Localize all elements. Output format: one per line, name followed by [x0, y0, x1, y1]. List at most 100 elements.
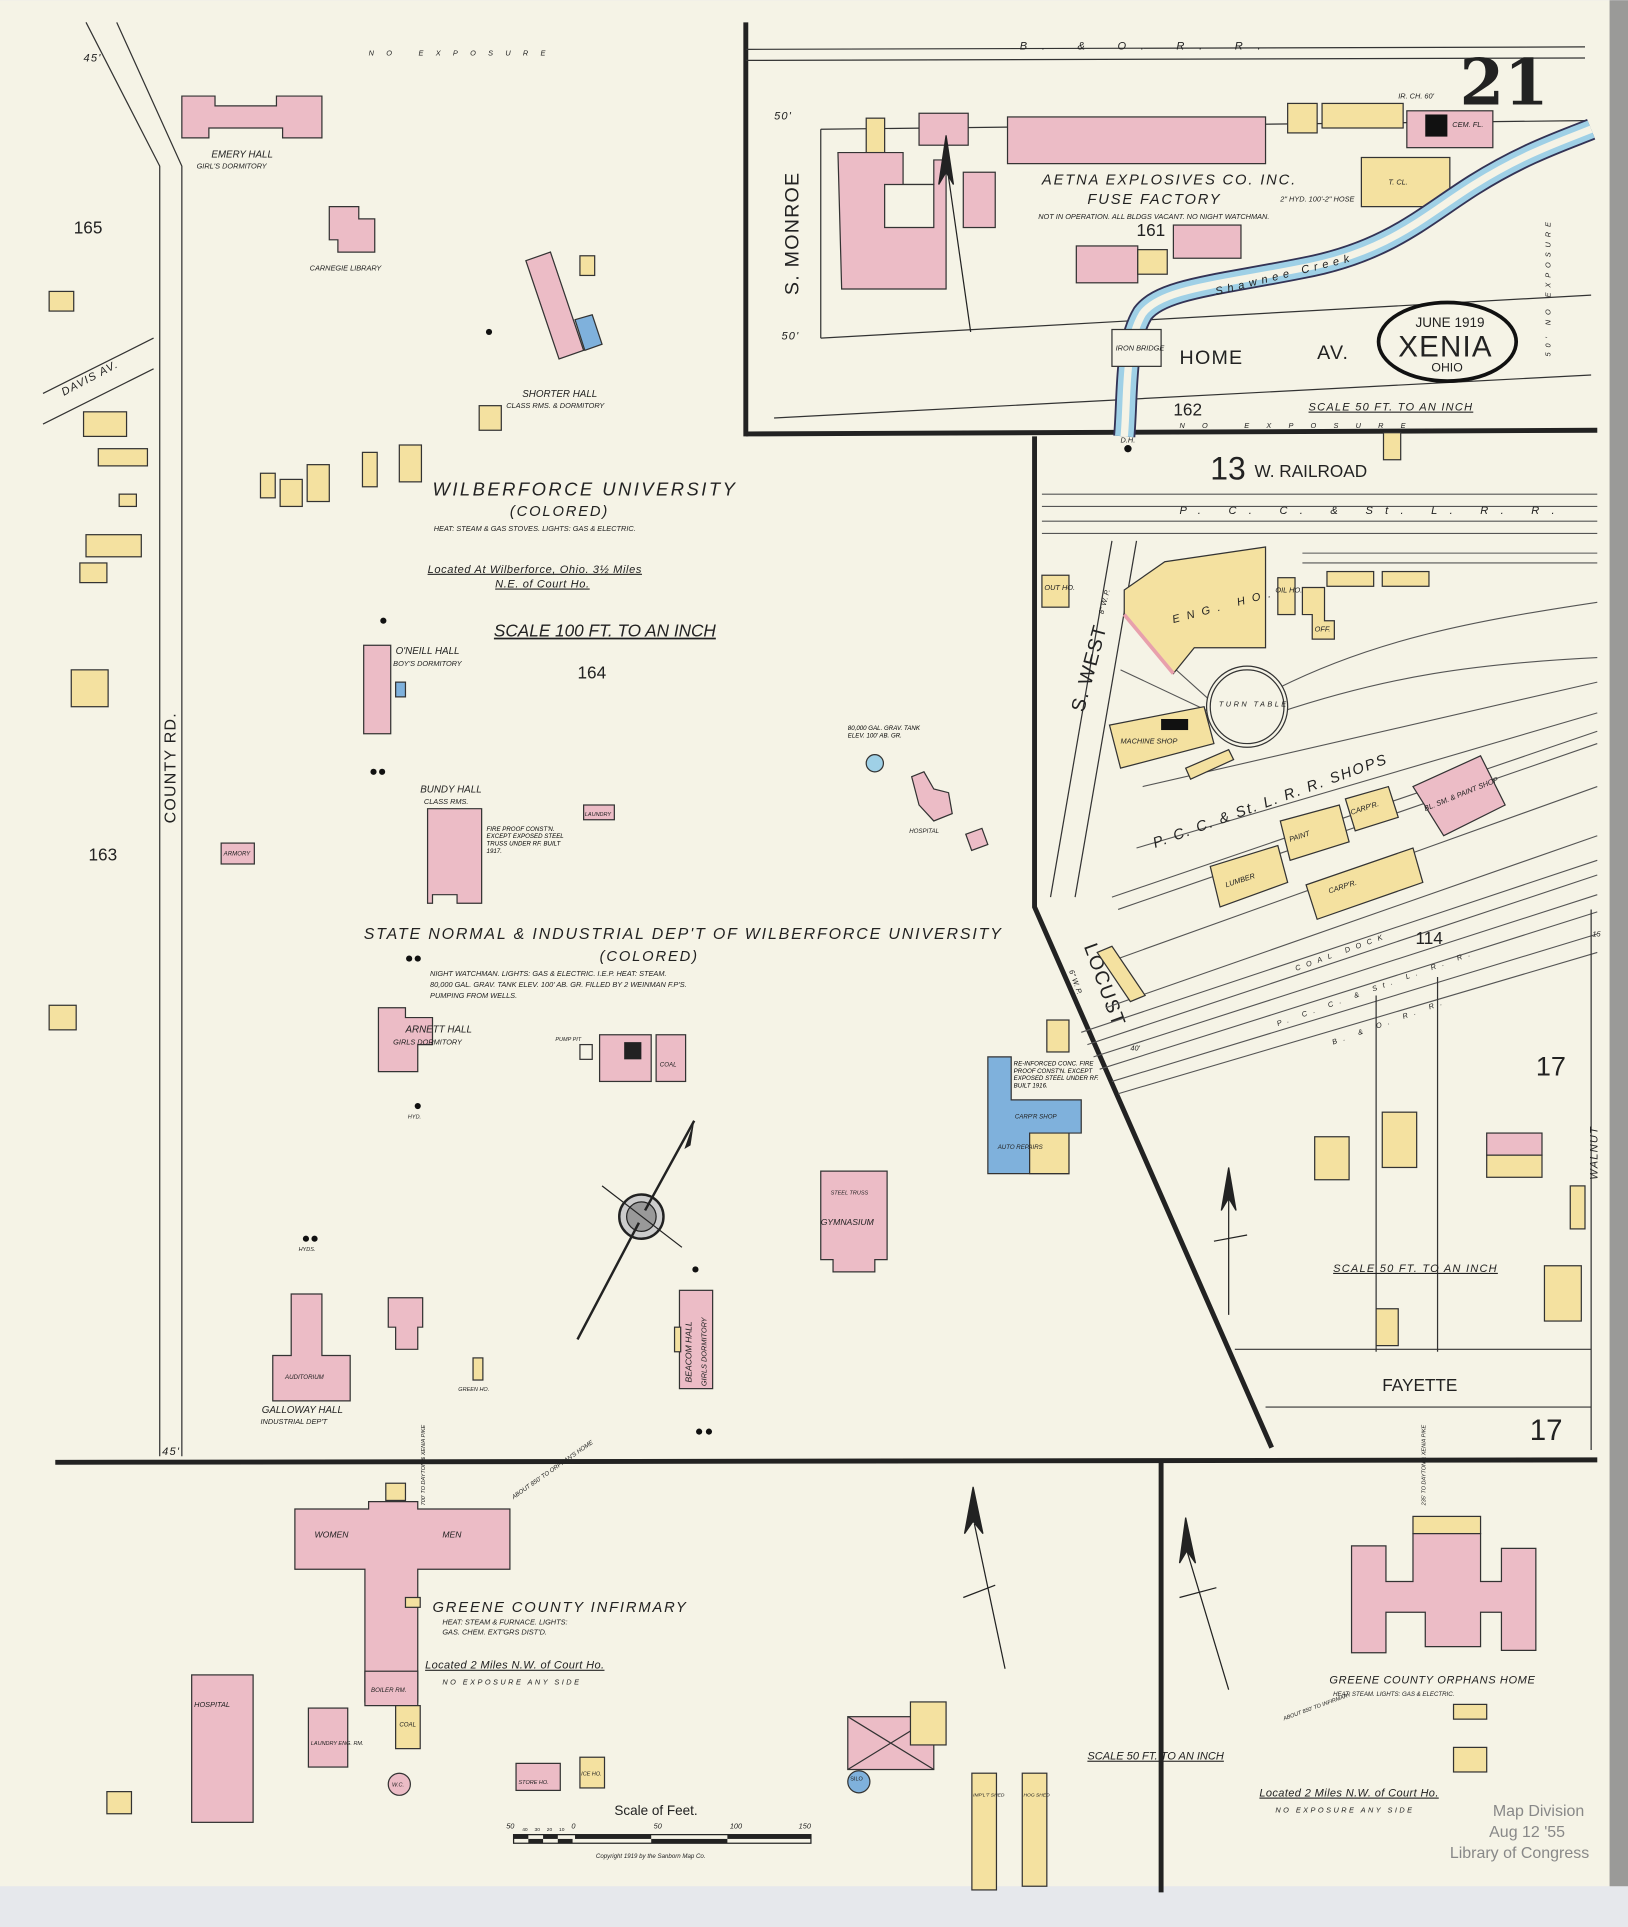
bundy-note: FIRE PROOF CONST'N. EXCEPT EXPOSED STEEL…: [486, 825, 564, 856]
building-boiler-rm: [364, 1670, 419, 1707]
beacom-label: BEACOM HALL: [684, 1321, 694, 1382]
gym-steel-truss: STEEL TRUSS: [831, 1190, 869, 1196]
dh-label: D.H.: [1121, 436, 1136, 445]
block-165: 165: [74, 218, 103, 238]
building-arnett-hall: [377, 1007, 434, 1073]
orphans-heat: HEAT: STEAM. LIGHTS: GAS & ELECTRIC.: [1333, 1691, 1454, 1698]
green-ho-label: GREEN HO.: [458, 1387, 489, 1393]
building-out-ho-b: [1375, 1308, 1399, 1347]
wc-label: W.C.: [392, 1783, 404, 1789]
oneill-sub: BOY'S DORMITORY: [393, 659, 463, 668]
chimney-block: [1425, 114, 1448, 137]
scale-tick-5: 0: [571, 1821, 576, 1830]
building-privy: [404, 1596, 421, 1608]
width-50b: 50': [781, 330, 799, 342]
campus-scale: SCALE 100 FT. TO AN INCH: [494, 621, 717, 641]
galloway-label: GALLOWAY HALL: [262, 1405, 343, 1416]
beacom-porch: [673, 1326, 682, 1353]
block-17b: 17: [1530, 1414, 1563, 1447]
building-privy-2: [106, 1791, 133, 1815]
building-7a: [1287, 102, 1318, 134]
men-label: MEN: [442, 1529, 462, 1539]
building-laundry: [307, 1707, 349, 1768]
building-small-hosp: [964, 827, 989, 852]
street-county-rd: COUNTY RD.: [163, 712, 180, 823]
north-arrow-inset: [938, 135, 972, 333]
dwelling-w7: [70, 669, 109, 708]
implt-shed-label: IMP'L'T SHED: [973, 1793, 1005, 1799]
building-hog-shed: [1021, 1772, 1048, 1887]
building-shed-a: [1326, 570, 1375, 587]
infirmary-area: WOMEN MEN 700' TO DAYTON & XENIA PIKE AB…: [106, 1424, 1224, 1891]
rr-label-bo: B. & O. R. R.: [1020, 40, 1276, 52]
building-auto-repairs: [1029, 1132, 1070, 1175]
street-s-monroe: S. MONROE: [782, 172, 804, 295]
building-carpr-2: [1305, 847, 1424, 921]
scale-tick-0: 50: [506, 1821, 515, 1830]
company-name: AETNA EXPLOSIVES CO. INC.: [1041, 173, 1297, 189]
campus-colored: (COLORED): [510, 504, 609, 520]
building-carp-print: [387, 1297, 424, 1350]
map-paper: [0, 0, 1613, 1887]
building-g: [909, 1701, 947, 1746]
orphans-to-pike: 235' TO DAYTON & XENIA PIKE: [1421, 1424, 1427, 1506]
arnett-sub: GIRLS DORMITORY: [393, 1038, 463, 1047]
building-tcl: [865, 117, 886, 154]
emery-hall-label: EMERY HALL: [211, 149, 273, 160]
to-pike-label: 700' TO DAYTON & XENIA PIKE: [421, 1424, 427, 1505]
building-hospital: [191, 1674, 254, 1823]
building-privy-o2: [1452, 1746, 1488, 1773]
block-164: 164: [577, 662, 606, 682]
building-orphans-home: [1350, 1532, 1537, 1654]
dwelling-w6: [79, 562, 108, 584]
state-note-3: PUMPING FROM WELLS.: [430, 991, 517, 1000]
building-store-ho: [515, 1762, 561, 1792]
orphans-no-exposure: NO EXPOSURE ANY SIDE: [1275, 1806, 1414, 1815]
infirmary-heat-1: HEAT: STEAM & FURNACE. LIGHTS:: [442, 1618, 567, 1627]
infirmary-location: Located 2 Miles N.W. of Court Ho.: [425, 1660, 604, 1672]
women-label: WOMEN: [315, 1529, 350, 1539]
hyds-label: HYDS.: [299, 1247, 316, 1253]
campus-location-1: Located At Wilberforce, Ohio. 3½ Miles: [428, 564, 642, 576]
oneill-label: O'NEILL HALL: [396, 646, 460, 657]
building-gymnasium: [820, 1170, 888, 1273]
width-45b: 45': [162, 1446, 180, 1458]
building-off: [1301, 586, 1335, 640]
scale-50-bottom: SCALE 50 FT. TO AN INCH: [1087, 1751, 1224, 1763]
building-oil-ho: [1277, 577, 1296, 616]
width-40: 40': [1130, 1044, 1140, 1053]
block-13: 13: [1210, 450, 1246, 486]
oil-ho-label: OIL HO.: [1275, 585, 1302, 594]
hydrants: [302, 328, 713, 1435]
building-laundry: [583, 804, 615, 821]
building-ice-ho: [579, 1756, 606, 1789]
building-oneill-hall: [363, 644, 392, 735]
building-b: [385, 1482, 407, 1502]
building-carnegie: [328, 206, 376, 253]
turn-table-label: TURN TABLE: [1219, 700, 1289, 709]
beacom-sub: GIRLS DORMITORY: [699, 1316, 708, 1386]
dwelling-e: [1569, 1185, 1586, 1230]
dwelling-d: [1543, 1265, 1582, 1322]
building-3: [1075, 245, 1139, 284]
scale-title: Scale of Feet.: [614, 1803, 697, 1818]
library-stamp: Map Division Aug 12 '55 Library of Congr…: [1450, 1803, 1589, 1862]
scale-tick-7: 100: [730, 1821, 743, 1830]
store-label: STORE HO.: [519, 1780, 549, 1786]
building-implt-shed: [971, 1772, 998, 1891]
hospital-label: HOSPITAL: [194, 1700, 230, 1709]
hospital-campus-label: HOSPITAL: [909, 828, 939, 835]
gym-label: GYMNASIUM: [821, 1217, 875, 1227]
building-carpr-1: [1344, 785, 1400, 832]
building-lumber: [1209, 844, 1289, 908]
north-arrow-infirmary: [963, 1486, 1006, 1669]
city-cartouche: [1376, 300, 1519, 383]
scale-tick-1: 40: [522, 1827, 528, 1833]
chimney-label: IR. CH. 60': [1398, 92, 1434, 101]
tank-note: 80,000 GAL. GRAV. TANK ELEV. 100' AB. GR…: [847, 725, 920, 740]
building-3-frame: [1137, 249, 1168, 275]
block-161: 161: [1137, 220, 1166, 240]
building-small-carp: [1046, 1019, 1070, 1053]
building-small-s6: [398, 444, 423, 483]
copyright: Copyright 1919 by the Sanborn Map Co.: [596, 1853, 706, 1860]
